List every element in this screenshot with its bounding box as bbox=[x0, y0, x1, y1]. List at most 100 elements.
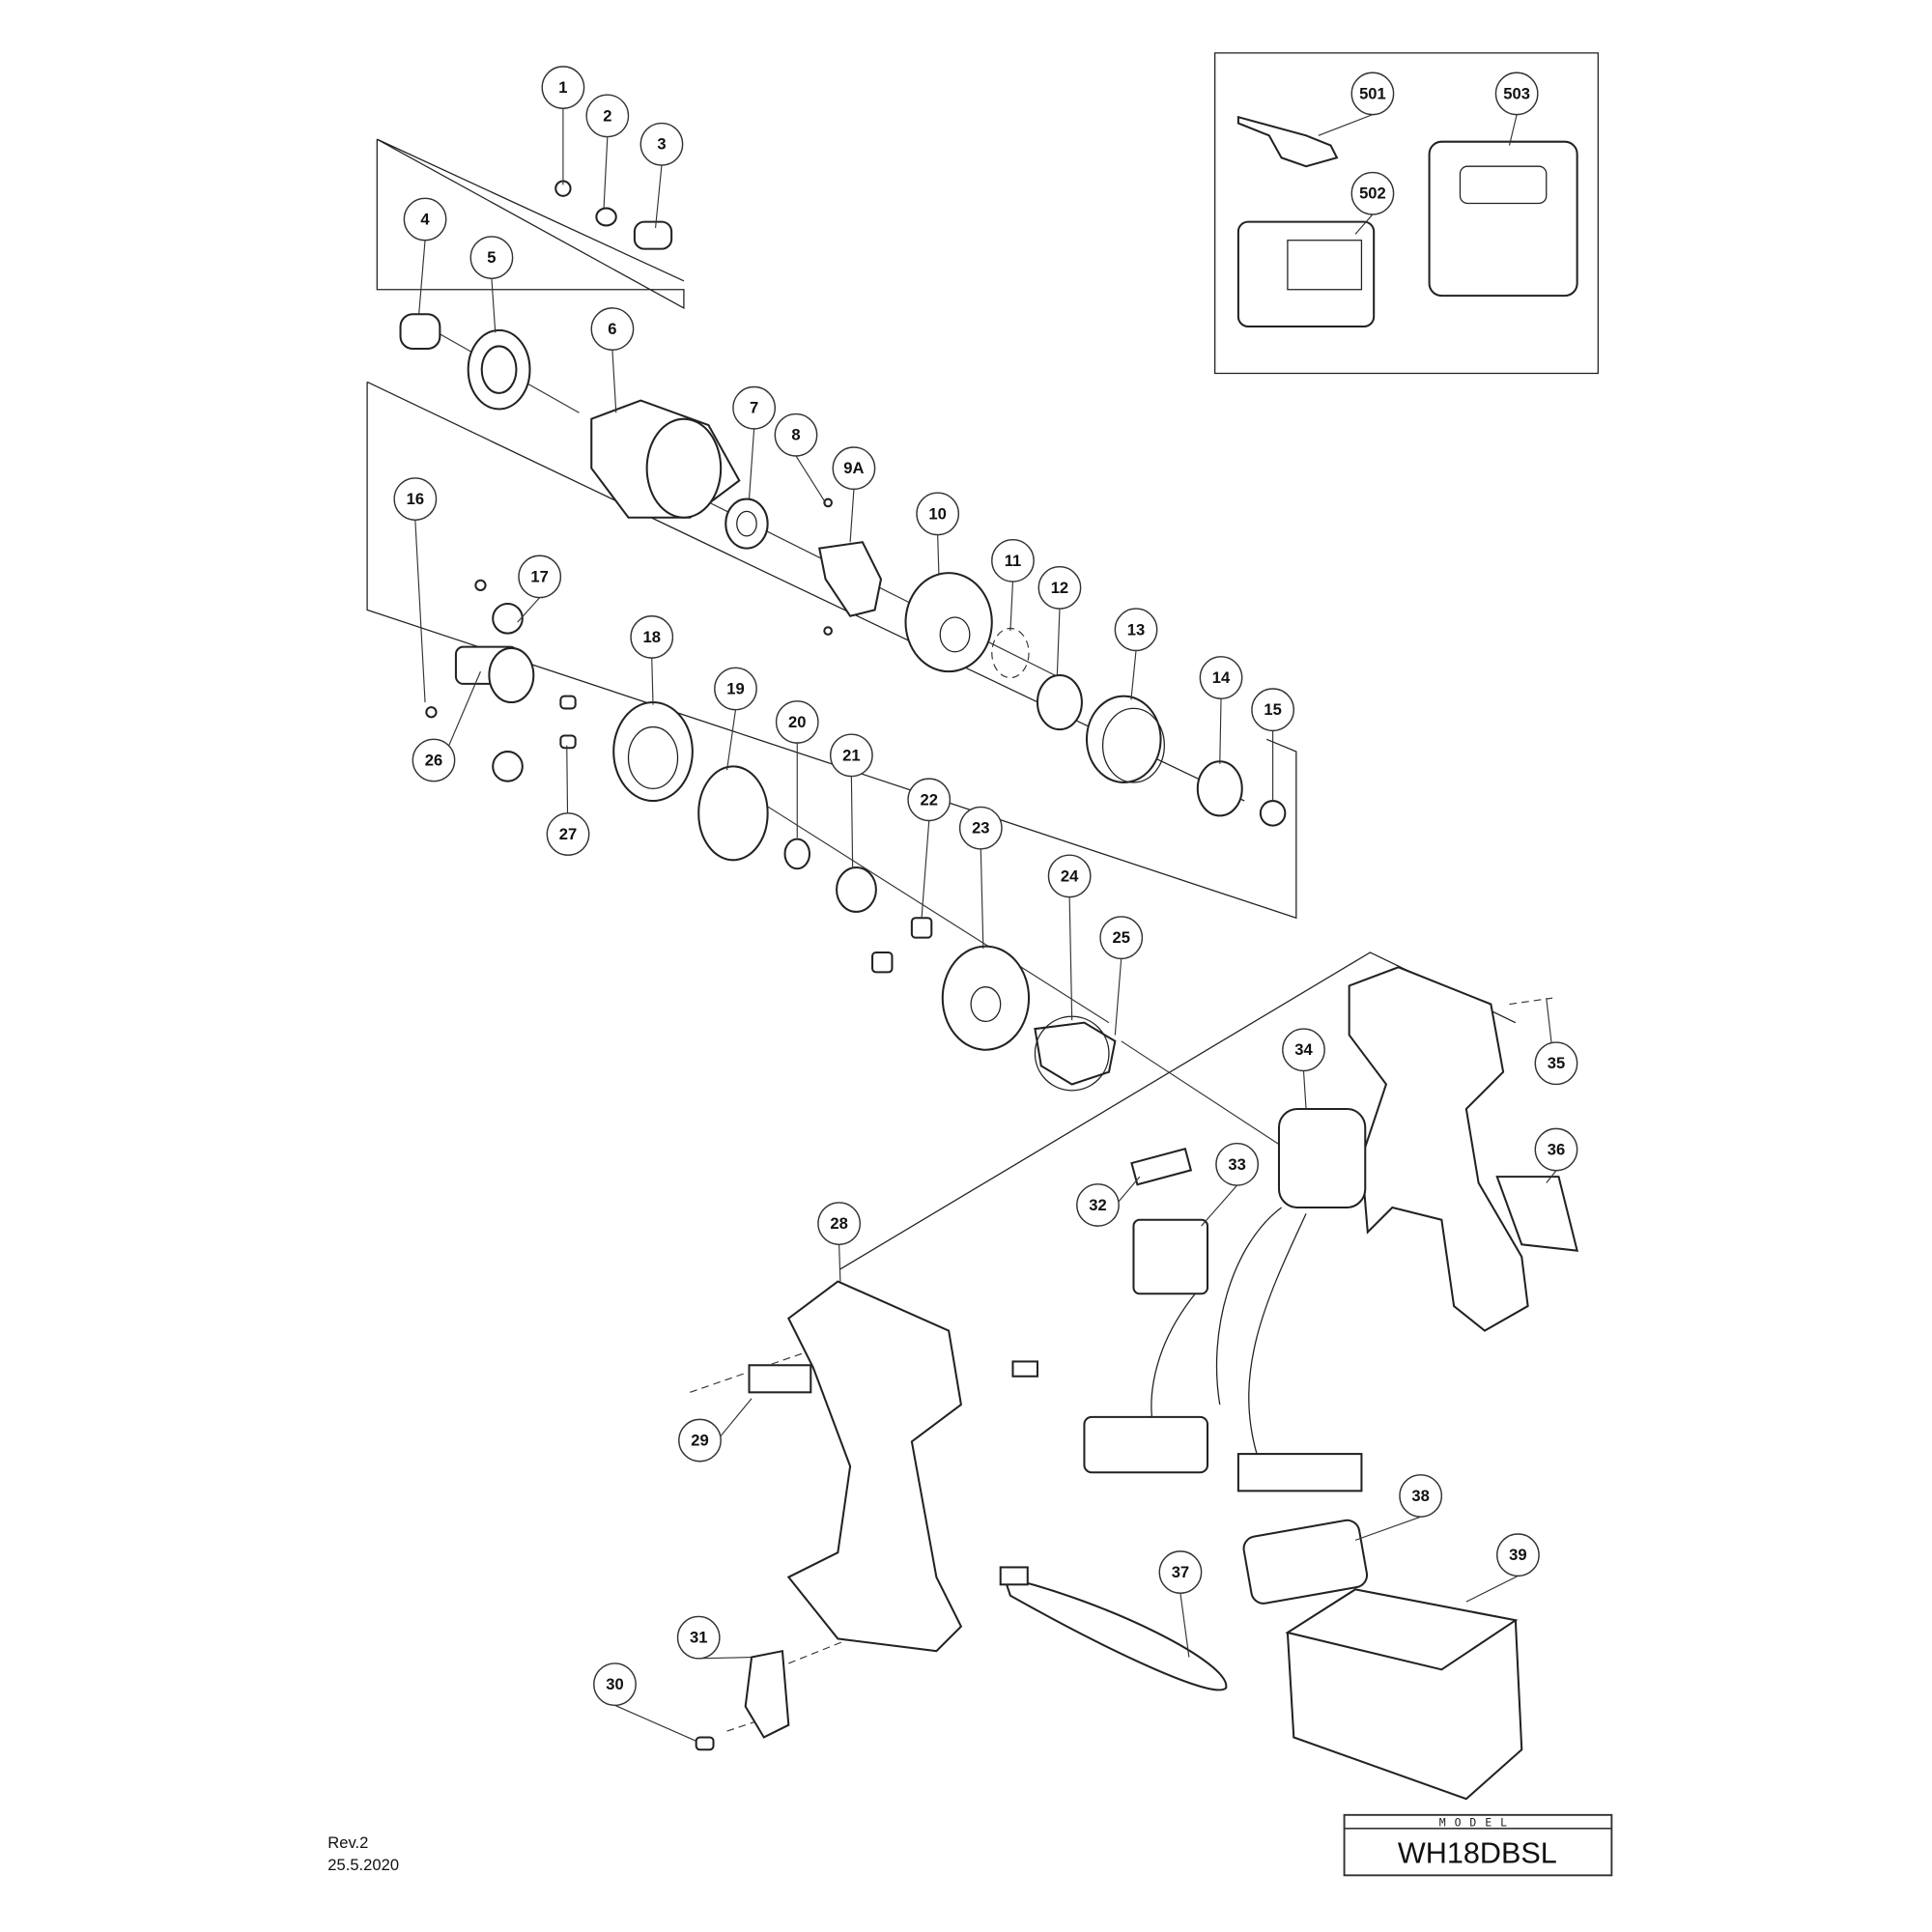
leader-line bbox=[414, 520, 426, 703]
callout-number: 502 bbox=[1359, 185, 1386, 203]
leader-line bbox=[418, 240, 426, 315]
callout-number: 30 bbox=[606, 1675, 623, 1693]
leader-line bbox=[1130, 650, 1137, 700]
callout-number: 17 bbox=[530, 567, 548, 585]
part-callout-16: 16 bbox=[393, 477, 438, 521]
part-callout-11: 11 bbox=[991, 538, 1035, 582]
callout-number: 27 bbox=[559, 825, 577, 843]
callout-circle bbox=[593, 1662, 637, 1707]
callout-circle bbox=[1534, 1127, 1578, 1172]
callout-number: 28 bbox=[830, 1214, 847, 1233]
part-callout-22: 22 bbox=[907, 778, 952, 822]
leader-line bbox=[850, 776, 854, 869]
accessories-box bbox=[1214, 52, 1599, 375]
callout-circle bbox=[1350, 71, 1395, 116]
leader-line bbox=[603, 136, 609, 210]
part-callout-33: 33 bbox=[1215, 1142, 1259, 1186]
callout-number: 501 bbox=[1359, 84, 1386, 102]
part-callout-31: 31 bbox=[676, 1615, 721, 1660]
leader-line bbox=[725, 709, 737, 771]
leader-line bbox=[748, 428, 755, 499]
revision-label: Rev.2 bbox=[327, 1833, 368, 1852]
callout-circle bbox=[393, 477, 438, 521]
callout-number: 8 bbox=[791, 426, 800, 444]
callout-circle bbox=[1282, 1028, 1325, 1072]
callout-number: 15 bbox=[1264, 700, 1281, 719]
callout-number: 1 bbox=[558, 78, 567, 97]
leader-line bbox=[655, 164, 663, 229]
leader-line bbox=[651, 658, 654, 705]
leader-line bbox=[1009, 582, 1014, 632]
part-callout-9A: 9A bbox=[832, 446, 876, 491]
callout-number: 2 bbox=[603, 106, 611, 125]
callout-circle bbox=[678, 1418, 722, 1463]
callout-circle bbox=[916, 492, 960, 536]
leader-line bbox=[1114, 958, 1122, 1036]
callout-number: 34 bbox=[1294, 1040, 1313, 1059]
leader-line bbox=[1508, 114, 1518, 146]
leader-line bbox=[1056, 609, 1061, 676]
part-callout-38: 38 bbox=[1399, 1474, 1443, 1518]
callout-number: 503 bbox=[1503, 84, 1530, 102]
callout-number: 39 bbox=[1509, 1546, 1526, 1564]
part-callout-17: 17 bbox=[518, 554, 562, 599]
leader-line bbox=[1179, 1593, 1190, 1658]
part-callout-3: 3 bbox=[639, 122, 684, 166]
callout-circle bbox=[630, 615, 674, 659]
callout-circle bbox=[991, 538, 1035, 582]
callout-circle bbox=[676, 1615, 721, 1660]
leader-line bbox=[698, 1656, 753, 1660]
leader-line bbox=[795, 455, 827, 503]
part-callout-10: 10 bbox=[916, 492, 960, 536]
part-callout-39: 39 bbox=[1496, 1533, 1540, 1577]
callout-circle bbox=[1158, 1550, 1203, 1594]
callout-circle bbox=[1534, 1041, 1578, 1086]
callout-number: 6 bbox=[608, 320, 616, 338]
callout-circle bbox=[1215, 1142, 1259, 1186]
callout-circle bbox=[1114, 608, 1158, 652]
callout-circle bbox=[1496, 1533, 1540, 1577]
callout-circle bbox=[958, 806, 1003, 850]
callout-number: 9A bbox=[843, 459, 864, 477]
callout-circle bbox=[541, 66, 585, 109]
part-callout-28: 28 bbox=[817, 1202, 862, 1245]
callout-number: 16 bbox=[407, 490, 424, 508]
callout-number: 36 bbox=[1548, 1141, 1565, 1159]
part-callout-5: 5 bbox=[469, 236, 514, 279]
part-callout-35: 35 bbox=[1534, 1041, 1578, 1086]
callout-number: 11 bbox=[1005, 552, 1022, 570]
leader-line bbox=[1465, 1575, 1519, 1603]
part-callout-13: 13 bbox=[1114, 608, 1158, 652]
part-callout-503: 503 bbox=[1494, 71, 1539, 116]
callout-circle bbox=[1350, 171, 1395, 215]
callout-circle bbox=[714, 667, 757, 711]
part-callout-32: 32 bbox=[1076, 1183, 1120, 1227]
leader-line bbox=[517, 597, 541, 623]
part-callout-25: 25 bbox=[1099, 916, 1144, 960]
part-callout-14: 14 bbox=[1199, 656, 1243, 699]
part-callout-24: 24 bbox=[1047, 854, 1092, 898]
part-callout-21: 21 bbox=[829, 733, 873, 778]
callout-circle bbox=[403, 197, 447, 242]
callout-circle bbox=[585, 94, 630, 138]
callout-number: 29 bbox=[691, 1432, 708, 1450]
part-callout-12: 12 bbox=[1037, 566, 1082, 610]
callout-number: 38 bbox=[1411, 1487, 1429, 1505]
leader-line bbox=[491, 278, 497, 333]
part-callout-18: 18 bbox=[630, 615, 674, 659]
callout-number: 7 bbox=[750, 399, 758, 417]
leader-line bbox=[1318, 114, 1374, 136]
part-callout-502: 502 bbox=[1350, 171, 1395, 215]
part-callout-20: 20 bbox=[775, 700, 819, 744]
leader-line bbox=[1201, 1184, 1238, 1227]
callout-number: 22 bbox=[921, 790, 938, 809]
callout-circle bbox=[1076, 1183, 1120, 1227]
leader-line bbox=[1302, 1070, 1307, 1109]
callout-circle bbox=[1399, 1474, 1443, 1518]
callout-circle bbox=[518, 554, 562, 599]
part-shapes bbox=[399, 115, 1578, 1801]
callout-circle bbox=[412, 738, 456, 782]
callout-circle bbox=[907, 778, 952, 822]
part-callout-6: 6 bbox=[590, 307, 635, 351]
